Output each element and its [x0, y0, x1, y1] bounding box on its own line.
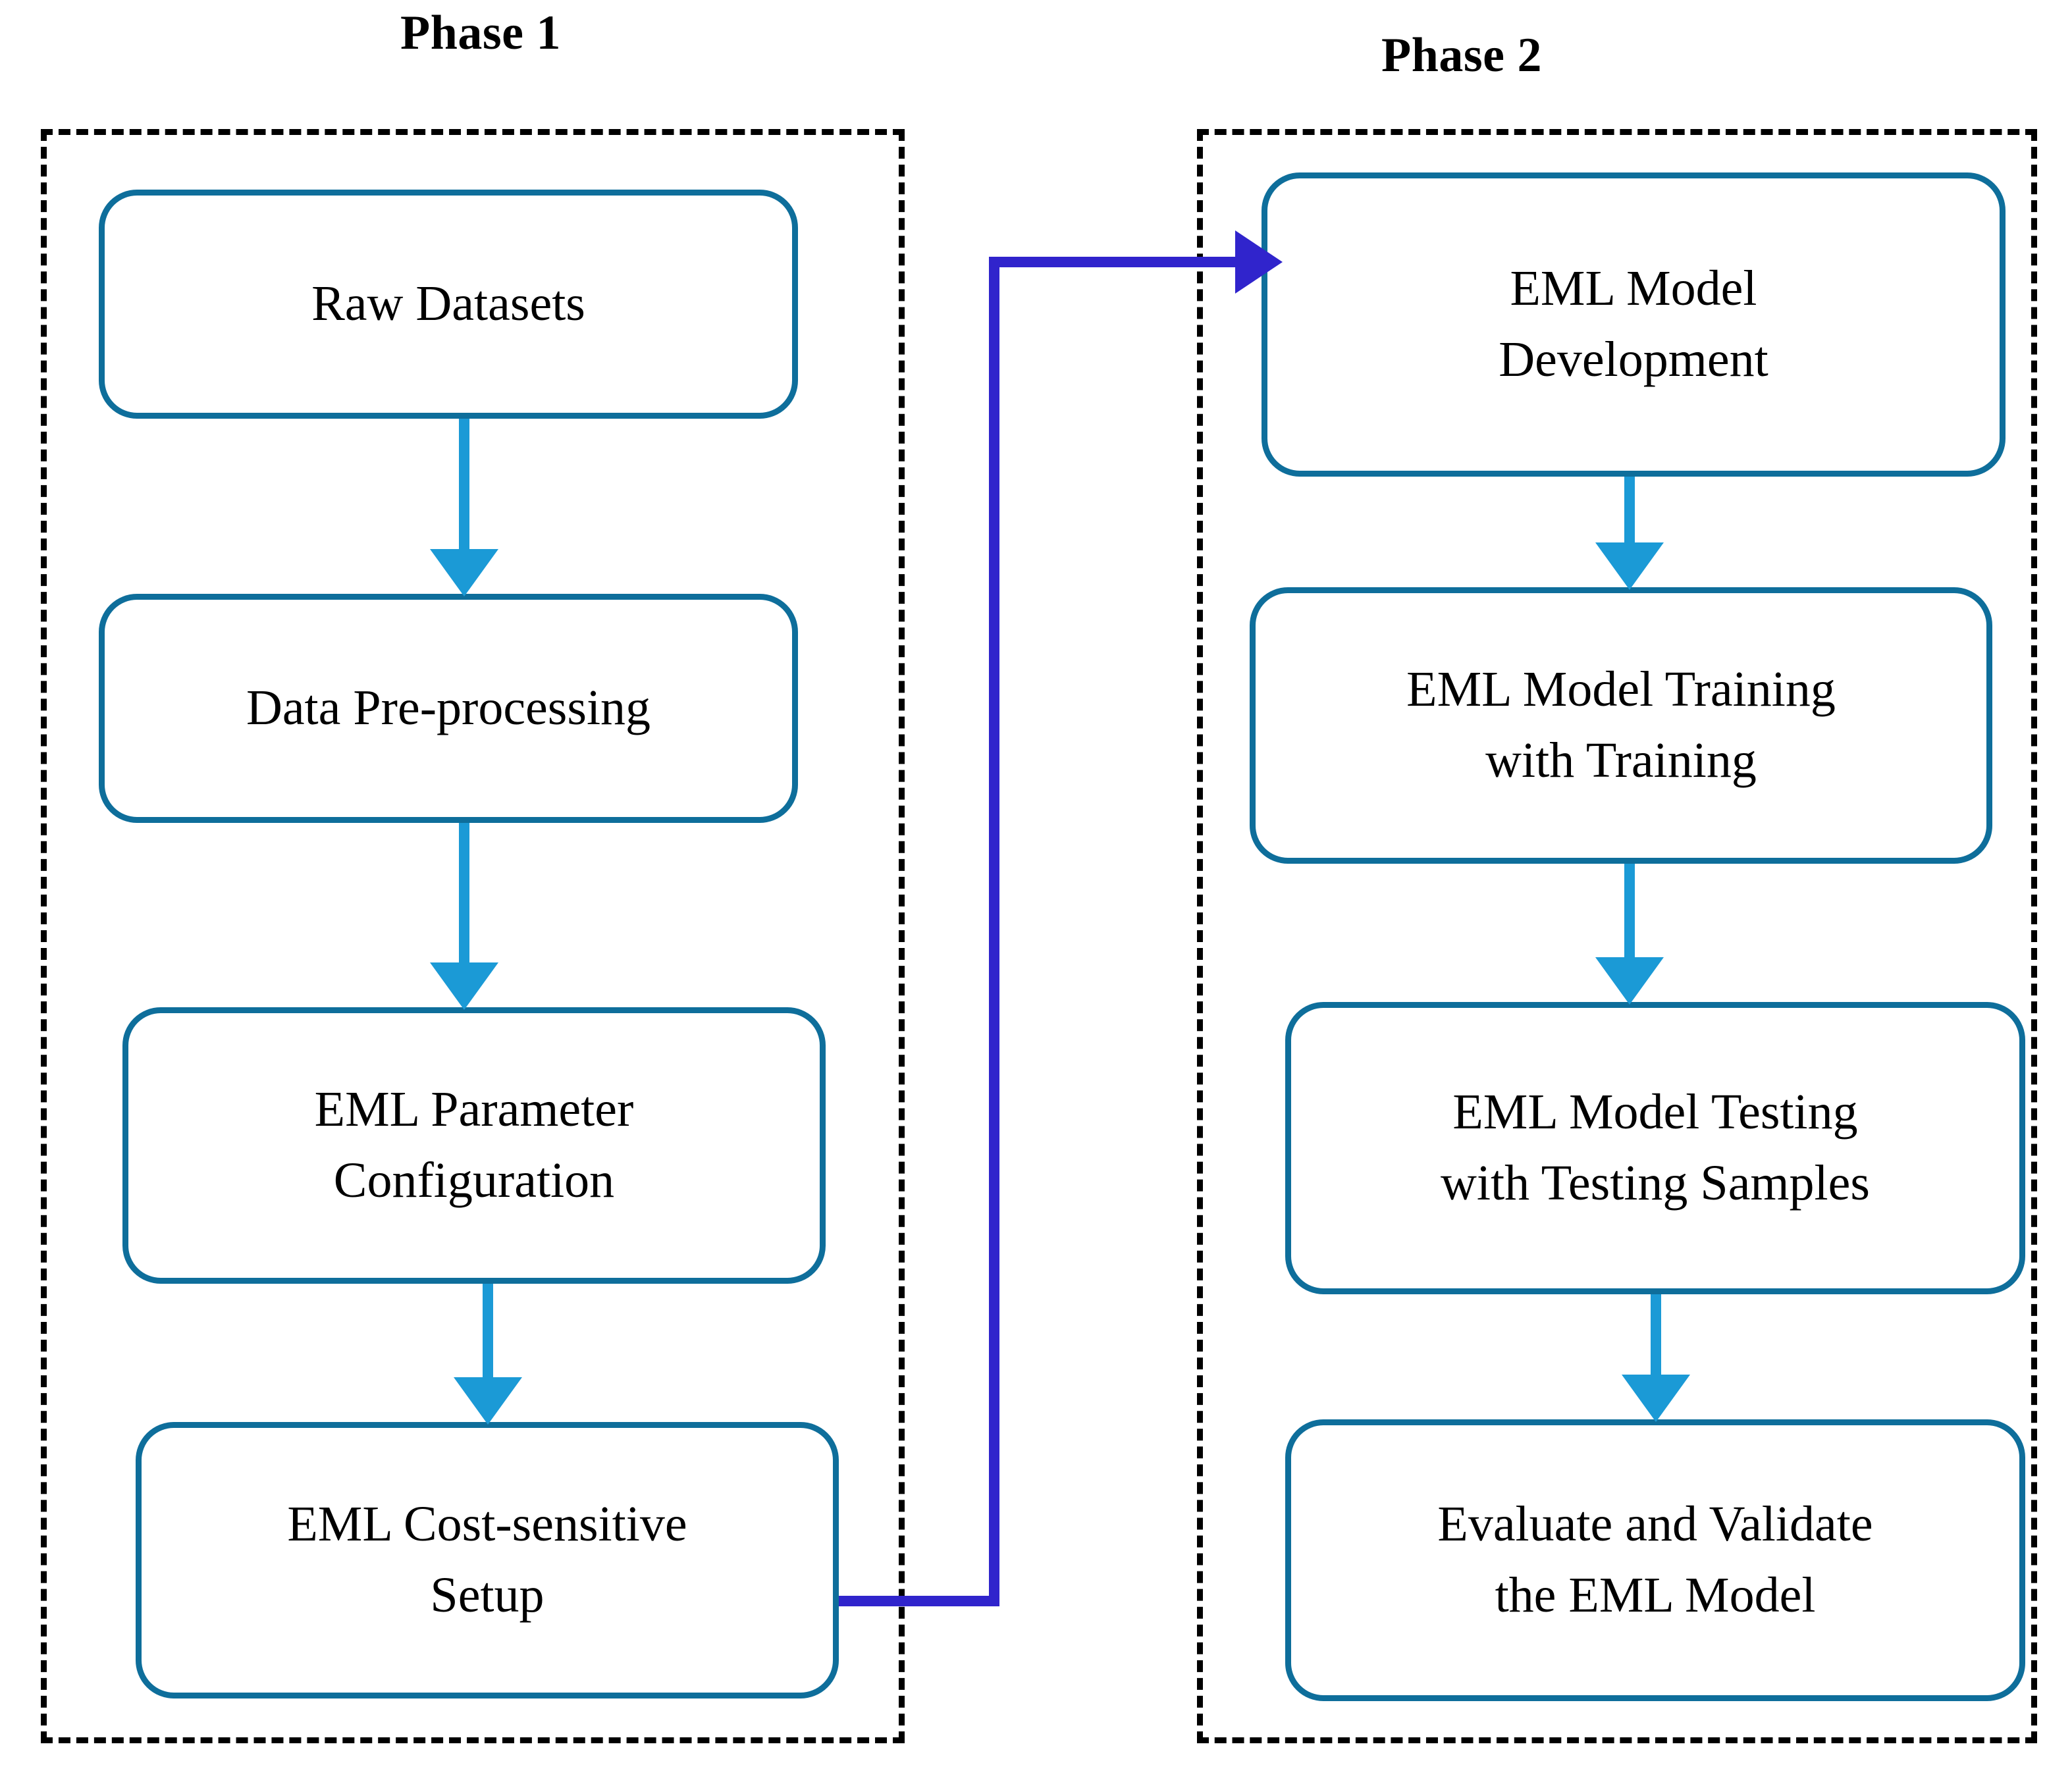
arrow-eml-model-training-to-eml-model-testing: [1593, 864, 1666, 1005]
arrow-shaft: [459, 823, 469, 968]
box-label-line: EML Parameter: [314, 1082, 634, 1138]
process-box-eml-cost-sensitive-setup[interactable]: EML Cost-sensitive Setup: [136, 1422, 839, 1698]
process-box-raw-datasets[interactable]: Raw Datasets: [99, 190, 798, 419]
arrow-eml-model-development-to-eml-model-training: [1593, 477, 1666, 590]
arrow-head-icon: [430, 962, 498, 1010]
process-box-data-pre-processing[interactable]: Data Pre-processing: [99, 594, 798, 823]
cross-phase-arrow-head-icon: [1235, 230, 1283, 294]
arrow-shaft: [1624, 477, 1635, 548]
phase-2-panel: [1197, 129, 2037, 1743]
arrow-shaft: [1651, 1294, 1661, 1380]
process-box-evaluate-and-validate[interactable]: Evaluate and Validate the EML Model: [1285, 1419, 2025, 1701]
box-label-line: EML Cost-sensitive: [287, 1496, 687, 1552]
box-label-line: Raw Datasets: [311, 276, 585, 332]
cross-phase-connector-segment-bottom: [839, 1596, 999, 1606]
box-label-line: Evaluate and Validate: [1437, 1496, 1873, 1552]
arrow-raw-datasets-to-data-pre-processing: [428, 419, 500, 596]
box-label-line: with Training: [1485, 733, 1757, 788]
cross-phase-connector-segment-vertical: [989, 257, 999, 1606]
arrow-shaft: [483, 1284, 493, 1382]
process-box-eml-model-testing[interactable]: EML Model Testing with Testing Samples: [1285, 1002, 2025, 1294]
box-label-line: with Testing Samples: [1441, 1155, 1870, 1211]
box-label-line: EML Model: [1510, 261, 1757, 317]
phase-2-title: Phase 2: [1381, 28, 1542, 82]
box-label-line: EML Model Training: [1406, 662, 1836, 718]
box-label-line: the EML Model: [1495, 1567, 1816, 1623]
box-label-line: EML Model Testing: [1452, 1084, 1858, 1140]
arrow-head-icon: [1595, 542, 1664, 590]
box-label-line: Development: [1499, 332, 1768, 387]
arrow-eml-parameter-configuration-to-eml-cost-sensitive-setup: [452, 1284, 524, 1425]
arrow-shaft: [459, 419, 469, 554]
arrow-eml-model-testing-to-evaluate-and-validate: [1620, 1294, 1692, 1422]
cross-phase-connector-segment-top: [989, 257, 1240, 267]
arrow-head-icon: [1595, 957, 1664, 1005]
arrow-head-icon: [430, 549, 498, 596]
arrow-data-pre-processing-to-eml-parameter-configuration: [428, 823, 500, 1010]
process-box-eml-model-training[interactable]: EML Model Training with Training: [1250, 587, 1992, 864]
process-box-eml-parameter-configuration[interactable]: EML Parameter Configuration: [122, 1007, 826, 1284]
arrow-shaft: [1624, 864, 1635, 962]
phase-1-panel: [41, 129, 905, 1743]
phase-1-title: Phase 1: [400, 6, 561, 60]
arrow-head-icon: [1622, 1375, 1690, 1422]
box-label-line: Setup: [430, 1567, 545, 1623]
box-label-line: Configuration: [333, 1153, 615, 1208]
box-label-line: Data Pre-processing: [246, 680, 651, 736]
arrow-head-icon: [454, 1377, 522, 1425]
process-box-eml-model-development[interactable]: EML Model Development: [1262, 172, 2006, 477]
